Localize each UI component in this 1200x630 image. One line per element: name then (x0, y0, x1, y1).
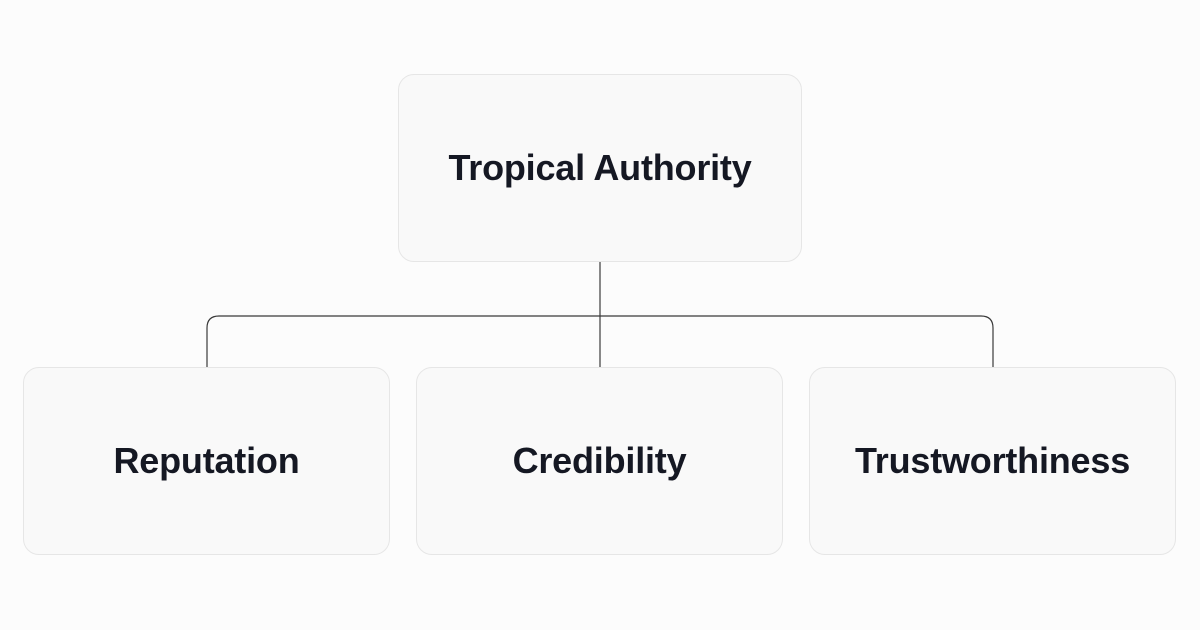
child-node-label: Credibility (512, 440, 687, 481)
child-node-trustworthiness: Trustworthiness (809, 367, 1176, 555)
child-node-label: Trustworthiness (854, 440, 1131, 481)
child-node-label: Reputation (113, 440, 300, 481)
horizontal-branch-connector (206, 315, 994, 367)
child-node-credibility: Credibility (416, 367, 783, 555)
child-node-reputation: Reputation (23, 367, 390, 555)
root-node-label: Tropical Authority (448, 147, 752, 188)
root-node-tropical-authority: Tropical Authority (398, 74, 802, 262)
